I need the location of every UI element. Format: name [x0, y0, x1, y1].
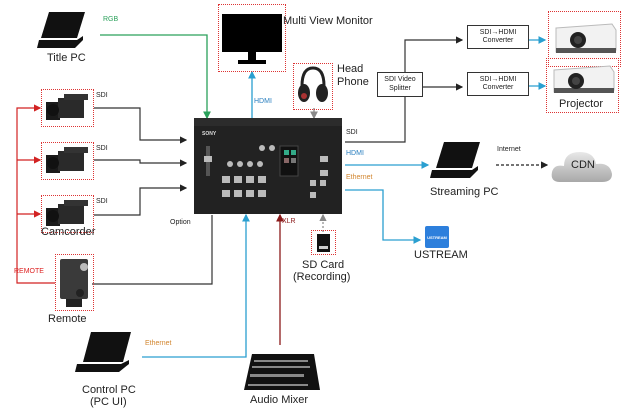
- monitor-icon: [222, 14, 282, 64]
- switcher-brand: SONY: [202, 131, 217, 137]
- remote-control-icon: [60, 259, 88, 307]
- monitor-highlight: [218, 4, 286, 72]
- cloud-icon: [551, 152, 612, 182]
- xlr-label: XLR: [282, 218, 296, 225]
- laptop-icon: [75, 332, 131, 372]
- cdn-label: CDN: [571, 159, 595, 171]
- hdmi-out-label: HDMI: [346, 150, 364, 157]
- option-label: Option: [170, 219, 191, 226]
- control-pc-label-2: (PC UI): [90, 396, 127, 408]
- sdi-cam2-line: [94, 159, 188, 167]
- remote-highlight: [55, 254, 94, 311]
- ethernet-control-label: Ethernet: [145, 340, 172, 347]
- sd-card-icon: [317, 234, 330, 252]
- sd-card-label-2: (Recording): [293, 271, 351, 283]
- projector-icon: [553, 65, 615, 93]
- remote-label: Remote: [48, 313, 87, 325]
- sd-card-label-1: SD Card: [302, 259, 345, 271]
- rgb-line: [100, 34, 211, 120]
- camcorder-icon: [46, 200, 88, 226]
- laptop-icon: [430, 142, 480, 178]
- audio-mixer-icon: [244, 354, 320, 390]
- converter-2-label-1: SDI→HDMI: [479, 75, 517, 83]
- sdi-cam3-line: [94, 184, 188, 216]
- splitter-label-2: Splitter: [389, 84, 411, 92]
- headphone-icon: [298, 66, 328, 102]
- projector-icon: [555, 23, 617, 53]
- sdi-out-label: SDI: [346, 129, 358, 136]
- sdi-cam2-label: SDI: [96, 145, 108, 152]
- ustream-label: USTREAM: [414, 249, 468, 261]
- hdmi-monitor-label: HDMI: [254, 98, 272, 105]
- camcorder-3-highlight: [41, 195, 94, 233]
- sd-card-highlight: [311, 230, 336, 255]
- internet-label: Internet: [497, 146, 521, 153]
- audio-mixer-label: Audio Mixer: [250, 394, 309, 406]
- ethernet-control-line: [142, 213, 250, 358]
- control-pc-label-1: Control PC: [82, 384, 136, 396]
- multi-view-monitor-label: Multi View Monitor: [283, 15, 373, 27]
- laptop-icon: [37, 12, 85, 48]
- projector-2-highlight: [546, 58, 619, 113]
- title-pc-label: Title PC: [47, 52, 86, 64]
- ustream-logo-icon: USTREAM: [425, 226, 449, 248]
- rgb-label: RGB: [103, 16, 119, 23]
- converter-1-label-2: Converter: [482, 37, 514, 44]
- sdi-cam1-label: SDI: [96, 92, 108, 99]
- option-line: [92, 215, 213, 285]
- remote-connection-label: REMOTE: [14, 268, 44, 275]
- headphone-highlight: [293, 63, 333, 110]
- splitter-label-1: SDI Video: [384, 76, 416, 84]
- converter-2-label-2: Converter: [482, 84, 514, 91]
- camcorder-2-highlight: [41, 142, 94, 180]
- headphone-label-2: Phone: [337, 76, 369, 88]
- ethernet-out-label: Ethernet: [346, 174, 373, 181]
- sdi-cam1-line: [94, 107, 188, 144]
- converter-1-label-1: SDI→HDMI: [479, 28, 517, 36]
- camcorder-icon: [46, 94, 88, 120]
- headphone-label-1: Head: [337, 63, 364, 75]
- camcorder-label: Camcorder: [41, 226, 96, 238]
- video-switcher-icon: [194, 118, 342, 214]
- camcorder-1-highlight: [41, 89, 94, 127]
- remote-line: [16, 104, 55, 284]
- streaming-pc-label: Streaming PC: [430, 186, 499, 198]
- camcorder-icon: [46, 147, 88, 173]
- projector-label: Projector: [559, 98, 604, 110]
- projector-1-highlight: [548, 11, 621, 67]
- ethernet-out-line: [345, 189, 422, 244]
- sdi-cam3-label: SDI: [96, 198, 108, 205]
